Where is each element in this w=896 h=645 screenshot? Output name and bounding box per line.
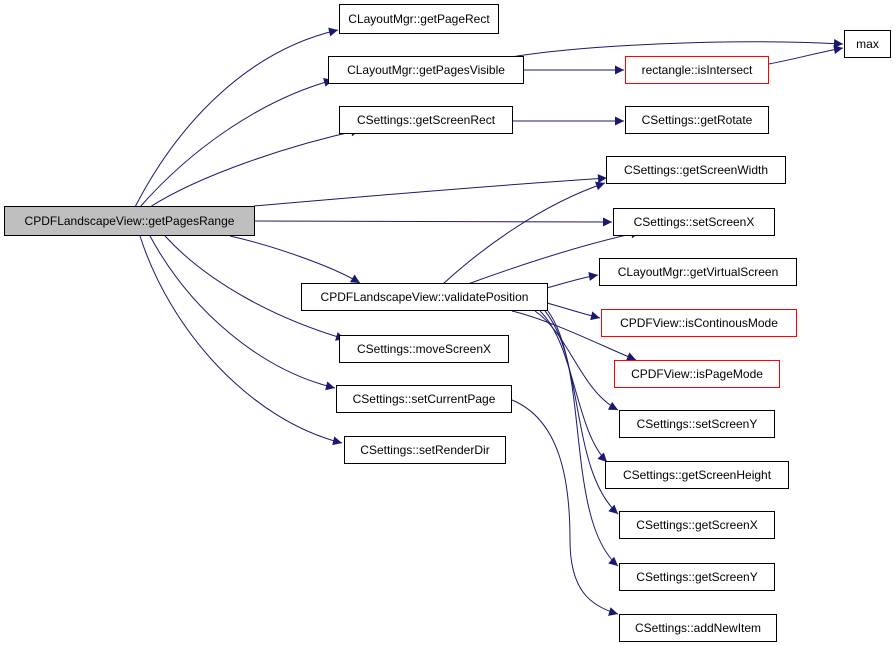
edge-validate-position-to-get-virtual-screen <box>546 272 599 289</box>
edge-root-to-move-screen-x <box>164 235 346 341</box>
edge-validate-position-to-set-screen-x <box>467 229 641 285</box>
node-get-screen-x[interactable]: CSettings::getScreenX <box>619 511 775 539</box>
node-get-screen-width[interactable]: CSettings::getScreenWidth <box>606 156 786 184</box>
node-validate-position[interactable]: CPDFLandscapeView::validatePosition <box>301 283 548 311</box>
node-get-pages-visible[interactable]: CLayoutMgr::getPagesVisible <box>328 56 524 84</box>
node-get-screen-y[interactable]: CSettings::getScreenY <box>619 563 775 591</box>
node-get-screen-height[interactable]: CSettings::getScreenHeight <box>605 461 789 489</box>
edge-is-intersect-to-max <box>768 45 844 65</box>
edge-root-to-get-screen-width <box>253 174 608 207</box>
node-is-page-mode[interactable]: CPDFView::isPageMode <box>614 360 780 388</box>
edge-set-current-page-to-add-new-item <box>511 399 619 616</box>
edge-get-pages-visible-to-max <box>504 39 844 59</box>
node-get-pages-range: CPDFLandscapeView::getPagesRange <box>4 206 255 236</box>
edge-root-to-set-screen-x <box>253 217 613 227</box>
edge-validate-position-to-set-screen-y <box>534 310 619 411</box>
edge-root-to-get-screen-rect <box>149 127 361 208</box>
node-max[interactable]: max <box>844 30 891 58</box>
node-add-new-item[interactable]: CSettings::addNewItem <box>619 614 777 642</box>
edge-validate-position-to-get-screen-width <box>442 181 606 285</box>
node-set-screen-x[interactable]: CSettings::setScreenX <box>613 208 775 236</box>
edge-validate-position-to-get-screen-height <box>539 310 608 463</box>
node-get-virtual-screen[interactable]: CLayoutMgr::getVirtualScreen <box>599 258 797 286</box>
node-get-page-rect[interactable]: CLayoutMgr::getPageRect <box>339 4 499 34</box>
node-move-screen-x[interactable]: CSettings::moveScreenX <box>339 335 509 363</box>
node-set-render-dir[interactable]: CSettings::setRenderDir <box>344 436 506 464</box>
edge-root-to-get-pages-visible <box>139 78 334 208</box>
edge-root-to-validate-position <box>229 235 361 284</box>
node-is-intersect[interactable]: rectangle::isIntersect <box>625 56 769 84</box>
call-edges <box>134 27 844 616</box>
edge-validate-position-to-is-continous-mode <box>546 302 601 321</box>
node-get-screen-rect[interactable]: CSettings::getScreenRect <box>339 106 513 134</box>
edge-root-to-set-current-page <box>149 235 336 391</box>
edge-root-to-get-page-rect <box>134 27 339 208</box>
edge-validate-position-to-is-page-mode <box>511 310 637 361</box>
edge-root-to-set-render-dir <box>139 235 343 446</box>
node-set-screen-y[interactable]: CSettings::setScreenY <box>619 410 775 438</box>
edge-validate-position-to-get-screen-y <box>547 310 619 567</box>
node-set-current-page[interactable]: CSettings::setCurrentPage <box>336 385 512 413</box>
node-is-continous-mode[interactable]: CPDFView::isContinousMode <box>601 309 797 337</box>
edge-validate-position-to-get-screen-x <box>544 310 619 515</box>
node-get-rotate[interactable]: CSettings::getRotate <box>625 106 769 134</box>
